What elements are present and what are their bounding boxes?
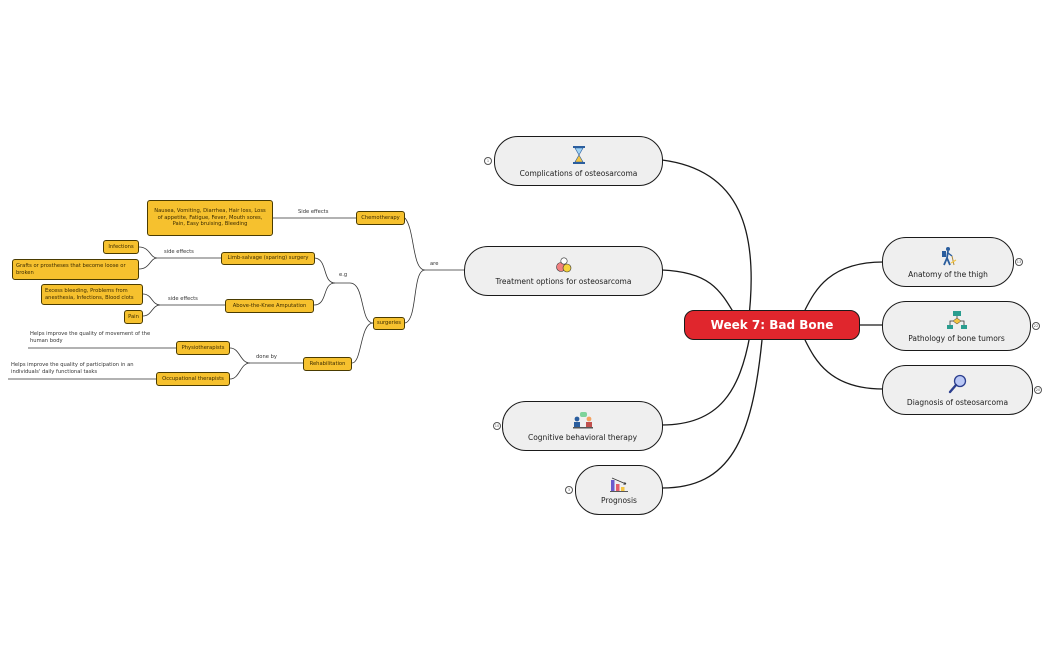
node-physiotherapists[interactable]: Physiotherapists [176, 341, 230, 355]
hiker-icon [942, 246, 957, 265]
edge-label-chemo-side-effects: Side effects [298, 209, 329, 215]
magnifier-icon [948, 374, 966, 393]
hourglass-icon [572, 145, 585, 164]
collapse-toggle[interactable]: 3 [565, 486, 573, 494]
node-limb-salvage[interactable]: Limb-salvage (sparing) surgery [221, 252, 315, 265]
therapy-session-icon [572, 411, 593, 428]
edge-label-amp-side-effects: side effects [168, 296, 198, 302]
node-rehabilitation[interactable]: Rehabilitation [303, 357, 352, 371]
topic-prognosis[interactable]: Prognosis [575, 465, 663, 515]
node-grafts[interactable]: Grafts or prostheses that become loose o… [12, 259, 139, 280]
node-infections[interactable]: Infections [103, 240, 139, 254]
edge-label-eg: e.g [339, 272, 348, 278]
topic-label: Diagnosis of osteosarcoma [906, 397, 1009, 407]
collapse-toggle[interactable]: 22 [1032, 322, 1040, 330]
topic-diagnosis[interactable]: Diagnosis of osteosarcoma [882, 365, 1033, 415]
collapse-toggle[interactable]: 1 [484, 157, 492, 165]
collapse-toggle[interactable]: 20 [1034, 386, 1042, 394]
topic-label: Cognitive behavioral therapy [527, 432, 638, 442]
node-amputation-side-effects[interactable]: Excess bleeding, Problems from anesthesi… [41, 284, 143, 305]
topic-cbt[interactable]: Cognitive behavioral therapy [502, 401, 663, 451]
edge-label-are: are [430, 261, 439, 267]
note-physiotherapists: Helps improve the quality of movement of… [30, 331, 151, 345]
node-pain[interactable]: Pain [124, 310, 143, 324]
topic-label: Complications of osteosarcoma [519, 168, 638, 178]
collapse-toggle[interactable]: 10 [493, 422, 501, 430]
topic-label: Anatomy of the thigh [908, 269, 988, 279]
flowchart-icon [946, 310, 967, 329]
note-occupational-therapists: Helps improve the quality of participati… [11, 362, 134, 376]
central-topic[interactable]: Week 7: Bad Bone [684, 310, 860, 340]
node-surgeries[interactable]: surgeries [373, 317, 405, 330]
pills-icon [555, 256, 571, 272]
node-chemotherapy[interactable]: Chemotherapy [356, 211, 405, 225]
node-amputation[interactable]: Above-the-Knee Amputation [225, 299, 314, 313]
topic-pathology[interactable]: Pathology of bone tumors [882, 301, 1031, 351]
node-occupational-therapists[interactable]: Occupational therapists [156, 372, 230, 386]
topic-treatment[interactable]: Treatment options for osteosarcoma [464, 246, 663, 296]
collapse-toggle[interactable]: 13 [1015, 258, 1023, 266]
edge-label-limb-side-effects: side effects [164, 249, 194, 255]
topic-anatomy[interactable]: Anatomy of the thigh [882, 237, 1014, 287]
topic-label: Treatment options for osteosarcoma [495, 276, 632, 286]
edge-label-done-by: done by [256, 354, 277, 360]
declining-chart-icon [610, 477, 628, 492]
node-chemo-side-effects[interactable]: Nausea, Vomiting, Diarrhea, Hair loss, L… [147, 200, 273, 236]
topic-label: Pathology of bone tumors [908, 333, 1005, 343]
topic-complications[interactable]: Complications of osteosarcoma [494, 136, 663, 186]
topic-label: Prognosis [601, 495, 637, 505]
